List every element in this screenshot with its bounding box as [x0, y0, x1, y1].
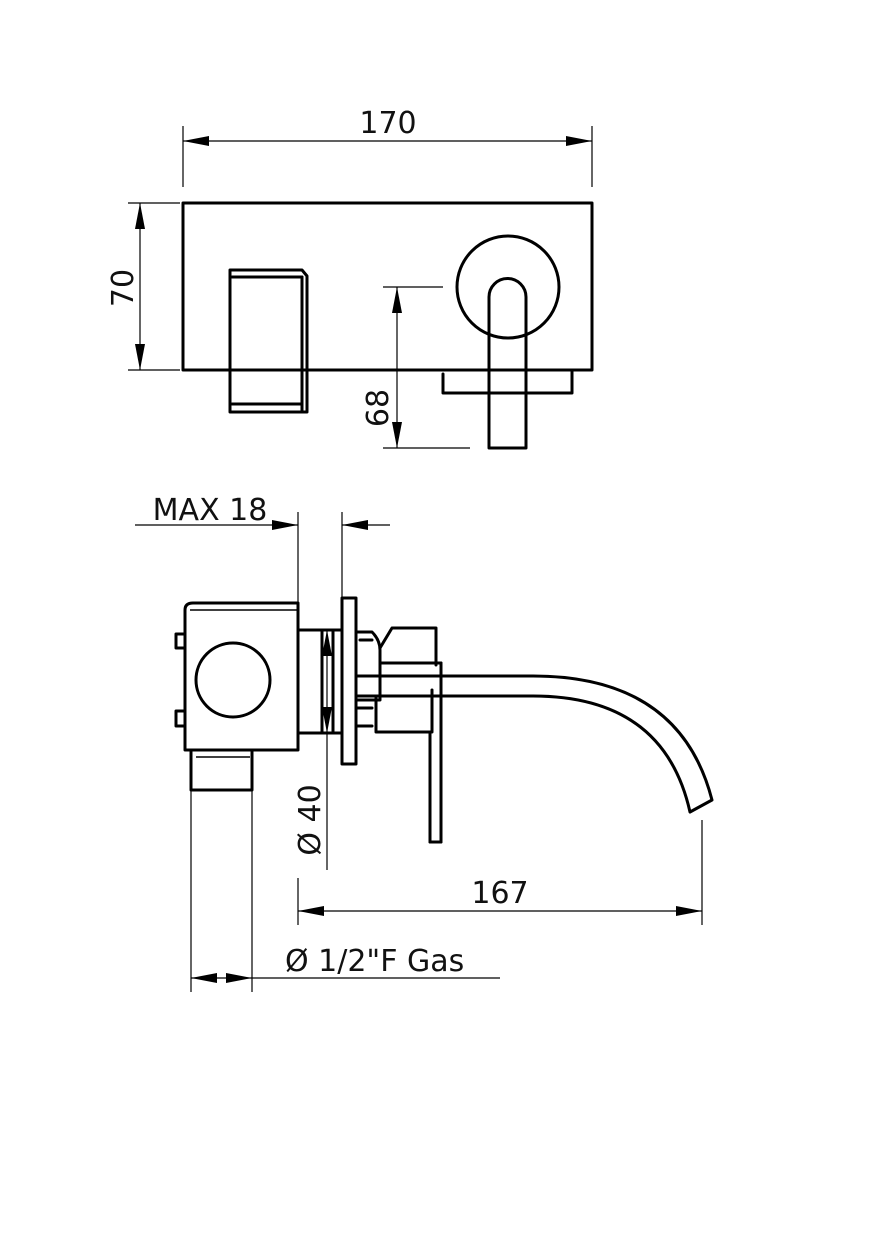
lever-handle: [228, 268, 309, 414]
spout: [354, 674, 714, 814]
connector-sleeve: [296, 628, 344, 735]
dimension-width: 170: [182, 106, 593, 187]
dimension-spout-length: 167: [297, 820, 703, 925]
dimension-spout-height-label: 68: [361, 389, 396, 427]
dimension-max-projection-label: MAX 18: [153, 493, 268, 528]
wall-plate: [181, 201, 594, 372]
front-view: 170 70 68: [106, 106, 594, 450]
dimension-connection-label: Ø 1/2"F Gas: [285, 944, 464, 979]
dimension-connection: Ø 1/2"F Gas: [190, 790, 500, 992]
dimension-max-projection: MAX 18: [135, 493, 390, 603]
valve-stack: [354, 626, 443, 844]
dimension-width-label: 170: [359, 106, 416, 141]
dimension-flange-diameter-label: Ø 40: [293, 784, 328, 855]
spout-front: [441, 234, 574, 450]
wall-flange: [340, 596, 358, 766]
side-view: MAX 18 Ø 40 167 Ø 1/2"F Gas: [135, 493, 714, 992]
dimension-flange-diameter: Ø 40: [293, 630, 332, 870]
mixer-body: [174, 601, 300, 792]
cartridge-circle: [194, 641, 272, 719]
dimension-height: 70: [106, 202, 180, 371]
dimension-height-label: 70: [106, 269, 141, 307]
dimension-spout-length-label: 167: [471, 876, 528, 911]
dimension-spout-height: 68: [361, 286, 470, 449]
